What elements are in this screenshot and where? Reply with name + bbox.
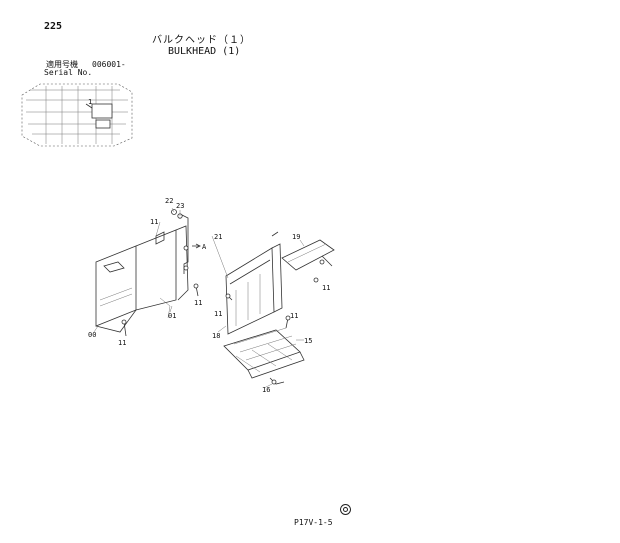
- callout-00: 00: [88, 331, 96, 339]
- lower-cover-plate: [223, 315, 305, 389]
- title-japanese: バルクヘッド（１）: [152, 35, 251, 46]
- registration-mark-icon: [340, 504, 351, 515]
- callout-11-bottom-left: 11: [118, 339, 126, 347]
- figure-code: P17V-1-5: [294, 518, 333, 527]
- callout-11-lower: 11: [290, 312, 298, 320]
- callout-11-right: 11: [322, 284, 330, 292]
- arrow-label-a: A: [202, 243, 207, 251]
- callout-23: 23: [176, 202, 184, 210]
- serial-range: 006001-: [92, 60, 126, 69]
- title-english: BULKHEAD (1): [168, 46, 241, 57]
- thumbnail-marker: 1: [88, 98, 92, 106]
- callout-16: 16: [262, 386, 270, 394]
- serial-label-japanese: 適用号機: [46, 60, 78, 69]
- callout-01: 01: [168, 312, 176, 320]
- callout-18: 18: [212, 332, 220, 340]
- page-number: 225: [44, 21, 63, 32]
- callout-11-bracket: 11: [194, 299, 202, 307]
- callout-22: 22: [165, 197, 173, 205]
- machine-location-thumbnail: 1: [21, 83, 133, 147]
- left-bulkhead-assembly: [93, 207, 201, 337]
- callout-11-top-left: 11: [150, 218, 158, 226]
- callout-11-center: 11: [214, 310, 222, 318]
- center-bulkhead-panel: [211, 231, 335, 335]
- callout-19: 19: [292, 233, 300, 241]
- callout-21: 21: [214, 233, 222, 241]
- callout-15: 15: [304, 337, 312, 345]
- callout-labels: 22 23 11 21 A 11 01 00 11 19 11 11 18 11…: [88, 197, 330, 394]
- serial-label-english: Serial No.: [44, 68, 93, 77]
